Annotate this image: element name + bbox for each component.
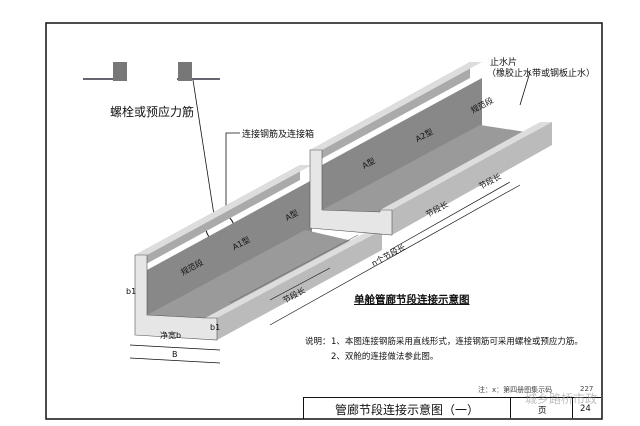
connector-label: 连接钢筋及连接箱 xyxy=(242,130,315,140)
diagram-title: 单舱管廊节段连接示意图 xyxy=(354,294,470,306)
footnote-number: 227 xyxy=(580,385,594,393)
page-label: 页 xyxy=(538,406,547,416)
b1-label: b1 xyxy=(210,323,221,332)
concrete-block-right xyxy=(178,62,192,81)
right-channel-section xyxy=(309,62,552,236)
watermark: 城乡路桥市政 xyxy=(525,392,598,406)
waterstop-label: 止水片 xyxy=(490,58,518,68)
b1-label: b1 xyxy=(126,287,137,296)
title-block-divider xyxy=(510,397,511,418)
left-channel-section xyxy=(134,165,382,341)
note-item-1: 1、本图连接钢筋采用直线形式，连接钢筋可采用螺栓或预应力筋。 xyxy=(331,337,583,347)
title-block xyxy=(303,397,601,419)
notes-prefix: 说明： xyxy=(305,337,331,347)
title-block-divider xyxy=(572,397,573,418)
title-block-title: 管廊节段连接示意图（一） xyxy=(335,403,480,417)
dimension-lines xyxy=(129,181,521,364)
note-item-2: 2、双舱的连接做法参此图。 xyxy=(331,352,439,362)
waterstop-label-detail: （橡胶止水带或钢板止水） xyxy=(487,69,596,79)
concrete-block-left xyxy=(113,62,127,81)
footnote: 注：x：第四册图集示码 xyxy=(478,386,553,394)
page-number: 24 xyxy=(580,404,591,414)
sheet-border xyxy=(45,22,603,420)
total-width-label: B xyxy=(172,350,178,359)
bolt-detail xyxy=(83,62,531,243)
net-width-label: 净宽b xyxy=(160,331,182,340)
bolt-label: 螺栓或预应力筋 xyxy=(110,105,195,119)
